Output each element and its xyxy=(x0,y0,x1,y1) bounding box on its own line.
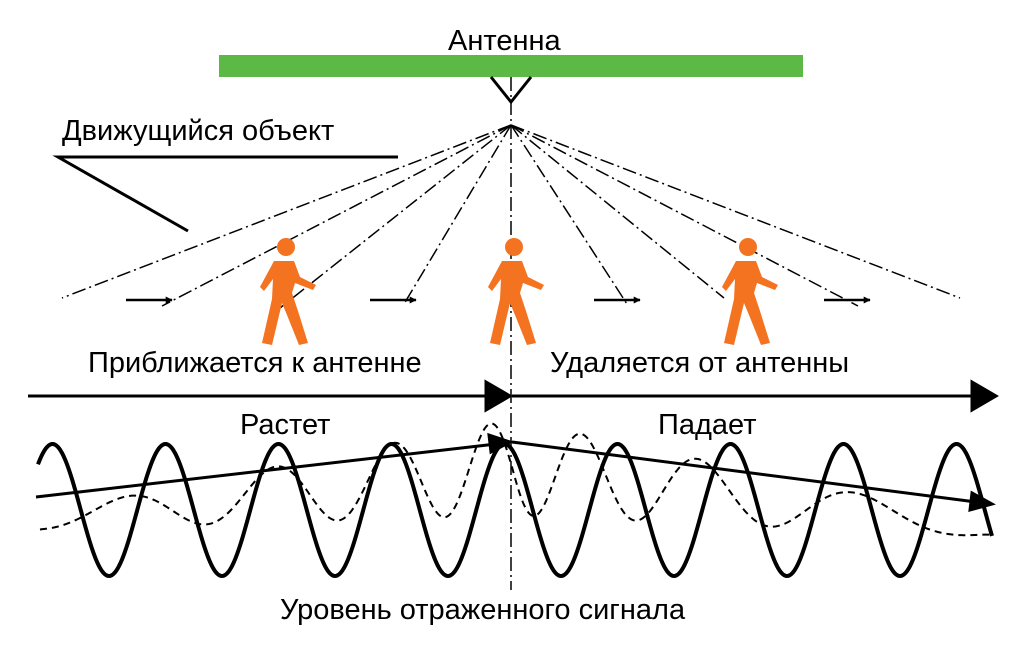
antenna-label: Антенна xyxy=(448,25,561,57)
receding-label: Удаляется от антенны xyxy=(550,347,850,379)
falling-label: Падает xyxy=(658,409,757,441)
falling-trend-line xyxy=(511,440,977,504)
radiation-beams xyxy=(61,124,961,309)
rising-trend-line xyxy=(35,442,497,499)
recede-arrowhead xyxy=(970,379,999,413)
signal-wave-dashed xyxy=(39,422,993,537)
walking-person-icon xyxy=(260,238,316,345)
antenna-bar xyxy=(219,55,803,77)
falling-trend-arrowhead xyxy=(968,490,996,513)
rising-label: Растет xyxy=(240,409,331,441)
signal-level-label: Уровень отраженного сигнала xyxy=(280,594,686,626)
walking-person-icon xyxy=(488,238,544,345)
walking-person-icon xyxy=(722,238,778,345)
moving-object-label: Движущийся объект xyxy=(62,115,335,147)
moving-object-pointer xyxy=(52,155,398,233)
approach-arrowhead xyxy=(484,379,513,413)
rising-trend-arrowhead xyxy=(487,432,514,455)
approaching-label: Приближается к антенне xyxy=(88,347,422,379)
signal-wave-solid xyxy=(36,442,994,579)
